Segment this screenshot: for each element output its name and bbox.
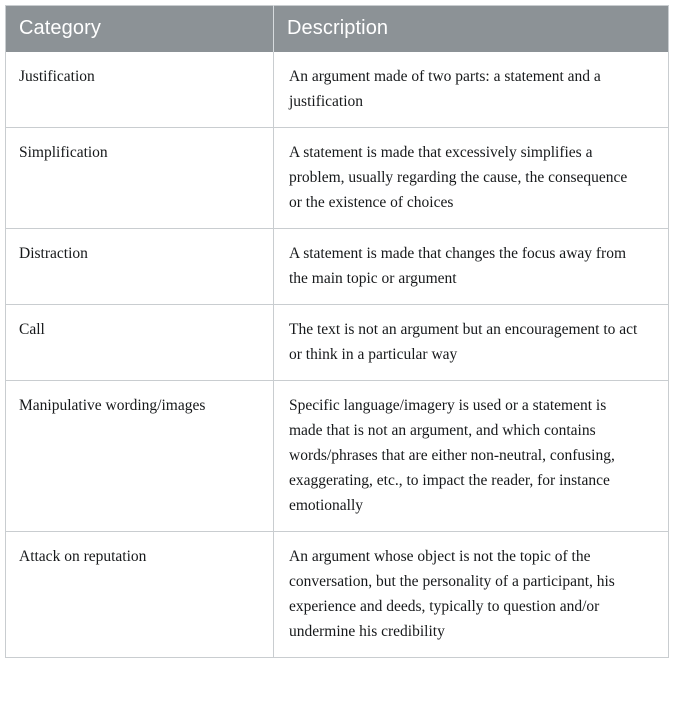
cell-category: Attack on reputation — [5, 531, 274, 658]
cell-category: Call — [5, 304, 274, 381]
cell-category: Distraction — [5, 228, 274, 305]
table-body: Justification An argument made of two pa… — [5, 52, 669, 658]
cell-description: A statement is made that excessively sim… — [273, 127, 669, 229]
table-row: Simplification A statement is made that … — [5, 127, 669, 229]
category-description-table: Category Description Justification An ar… — [5, 5, 669, 658]
table-header: Category Description — [5, 5, 669, 52]
column-header-description: Description — [273, 5, 669, 52]
cell-category: Manipulative wording/images — [5, 380, 274, 532]
table-header-row: Category Description — [5, 5, 669, 52]
table-row: Justification An argument made of two pa… — [5, 52, 669, 128]
cell-category: Simplification — [5, 127, 274, 229]
cell-description: Specific language/imagery is used or a s… — [273, 380, 669, 532]
cell-description: The text is not an argument but an encou… — [273, 304, 669, 381]
cell-description: An argument whose object is not the topi… — [273, 531, 669, 658]
cell-category: Justification — [5, 52, 274, 128]
table-row: Attack on reputation An argument whose o… — [5, 531, 669, 658]
table-row: Distraction A statement is made that cha… — [5, 228, 669, 305]
cell-description: An argument made of two parts: a stateme… — [289, 68, 601, 110]
table-row: Manipulative wording/images Specific lan… — [5, 380, 669, 532]
table-row: Call The text is not an argument but an … — [5, 304, 669, 381]
column-header-category: Category — [5, 5, 274, 52]
cell-description: A statement is made that changes the foc… — [273, 228, 669, 305]
